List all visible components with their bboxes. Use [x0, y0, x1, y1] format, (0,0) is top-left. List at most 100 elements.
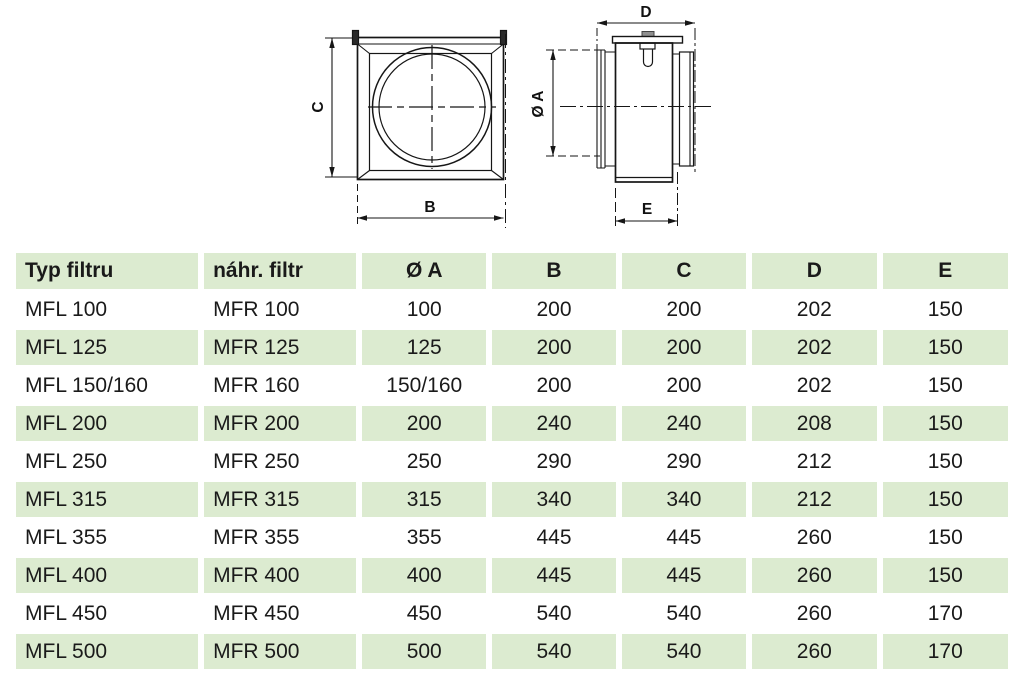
technical-drawing: C B [310, 4, 712, 228]
table-cell: 260 [752, 520, 877, 555]
table-cell: 240 [621, 406, 747, 441]
table-cell: 200 [492, 330, 616, 365]
table-cell: 200 [492, 292, 616, 327]
table-cell: 100 [362, 292, 487, 327]
table-cell: 150 [882, 482, 1008, 517]
table-cell: 170 [882, 634, 1008, 669]
table-cell: 200 [621, 292, 747, 327]
dimension-d [596, 20, 696, 172]
table-cell: MFL 100 [16, 292, 199, 327]
column-header: C [621, 253, 747, 289]
dim-label-c: C [310, 101, 327, 112]
right-flange [672, 51, 695, 167]
table-cell: 150/160 [362, 368, 487, 403]
column-header: náhr. filtr [204, 253, 357, 289]
dimension-b [357, 34, 506, 228]
table-cell: 202 [752, 330, 877, 365]
table-cell: 450 [362, 596, 487, 631]
table-cell: 250 [362, 444, 487, 479]
table-cell: MFR 400 [204, 558, 357, 593]
dimension-c [325, 37, 357, 178]
table-cell: 445 [621, 558, 747, 593]
table-cell: 150 [882, 558, 1008, 593]
dim-label-d: D [640, 4, 651, 21]
table-cell: 445 [492, 520, 616, 555]
table-cell: 200 [621, 368, 747, 403]
table-cell: 200 [362, 406, 487, 441]
left-flange [596, 49, 616, 169]
table-cell: 150 [882, 368, 1008, 403]
side-view-drawing [546, 20, 712, 228]
table-cell: MFL 150/160 [16, 368, 199, 403]
table-cell: 540 [621, 596, 747, 631]
table-cell: 340 [621, 482, 747, 517]
table-cell: 260 [752, 558, 877, 593]
table-cell: 260 [752, 634, 877, 669]
table-cell: 540 [492, 596, 616, 631]
column-header: D [752, 253, 877, 289]
table-cell: MFR 500 [204, 634, 357, 669]
table-cell: MFR 355 [204, 520, 357, 555]
table-cell: MFL 200 [16, 406, 199, 441]
table-cell: 150 [882, 292, 1008, 327]
table-cell: 150 [882, 330, 1008, 365]
table-cell: 208 [752, 406, 877, 441]
table-cell: 355 [362, 520, 487, 555]
table-cell: 170 [882, 596, 1008, 631]
corner-clamp-icon [351, 29, 508, 46]
table-cell: MFL 125 [16, 330, 199, 365]
table-cell: 212 [752, 482, 877, 517]
table-cell: MFR 250 [204, 444, 357, 479]
table-cell: 290 [492, 444, 616, 479]
dimension-e [615, 172, 678, 228]
clamp-knob-icon [639, 42, 656, 68]
table-cell: 150 [882, 406, 1008, 441]
table-cell: MFR 125 [204, 330, 357, 365]
table-cell: 340 [492, 482, 616, 517]
table-cell: 150 [882, 520, 1008, 555]
front-view-drawing [325, 29, 508, 228]
table-cell: 260 [752, 596, 877, 631]
dim-label-e: E [642, 201, 652, 218]
table-cell: 240 [492, 406, 616, 441]
table-cell: MFL 355 [16, 520, 199, 555]
column-header: B [492, 253, 616, 289]
table-cell: MFL 500 [16, 634, 199, 669]
table-cell: 290 [621, 444, 747, 479]
table-cell: 200 [621, 330, 747, 365]
table-cell: 212 [752, 444, 877, 479]
table-cell: 202 [752, 368, 877, 403]
table-cell: MFR 450 [204, 596, 357, 631]
table-cell: 540 [492, 634, 616, 669]
table-cell: 315 [362, 482, 487, 517]
table-cell: MFR 100 [204, 292, 357, 327]
table-cell: MFR 315 [204, 482, 357, 517]
table-cell: 200 [492, 368, 616, 403]
column-header: Ø A [362, 253, 487, 289]
table-cell: 500 [362, 634, 487, 669]
table-cell: 125 [362, 330, 487, 365]
table-cell: 202 [752, 292, 877, 327]
column-header: Typ filtru [16, 253, 199, 289]
table-cell: MFL 250 [16, 444, 199, 479]
table-cell: MFR 200 [204, 406, 357, 441]
table-cell: MFL 400 [16, 558, 199, 593]
table-cell: MFL 315 [16, 482, 199, 517]
dim-label-b: B [424, 199, 435, 216]
table-cell: 445 [492, 558, 616, 593]
column-header: E [882, 253, 1008, 289]
table-cell: MFL 450 [16, 596, 199, 631]
dim-label-diameter-a: Ø A [530, 91, 547, 118]
